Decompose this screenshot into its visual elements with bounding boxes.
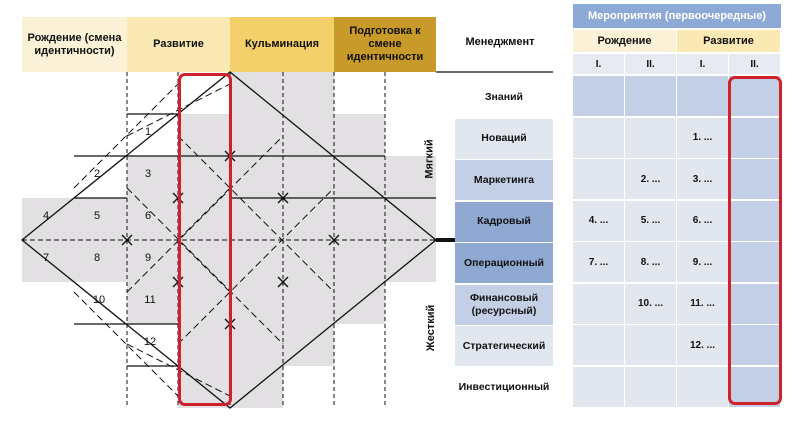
table-cell	[729, 76, 780, 116]
management-row: Кадровый	[455, 201, 553, 242]
table-group-header: Развитие	[677, 30, 780, 52]
cell-number: 9	[145, 252, 151, 264]
table-cell: 12. ...	[677, 325, 728, 365]
stage-header-4: Подготовка к смене идентичности	[334, 17, 436, 72]
table-cell: 9. ...	[677, 242, 728, 282]
table-cell	[573, 283, 624, 324]
table-column-highlight	[728, 76, 782, 405]
table-cell	[729, 117, 780, 158]
table-cell	[625, 117, 676, 158]
management-row: Операционный	[455, 243, 553, 283]
table-cell	[729, 366, 780, 407]
table-cell	[729, 242, 780, 282]
table-cell	[573, 159, 624, 199]
grid-diagonal-line	[126, 135, 284, 293]
cell-number: 10	[93, 294, 105, 306]
table-cell	[677, 76, 728, 116]
development-column-highlight	[178, 73, 232, 406]
cell-number: 3	[145, 168, 151, 180]
stage-header-3: Кульминация	[230, 17, 334, 72]
cell-number: 6	[145, 210, 151, 222]
table-cell: 3. ...	[677, 159, 728, 199]
grid-diagonal-line	[177, 187, 335, 345]
table-cell: 11. ...	[677, 283, 728, 324]
table-cell	[625, 366, 676, 407]
table-cell	[729, 325, 780, 365]
grid-diagonal-line	[126, 187, 284, 345]
table-cell	[573, 76, 624, 116]
table-column-header: II.	[729, 54, 780, 74]
grid-diagonal-line	[73, 291, 179, 397]
table-cell	[573, 325, 624, 365]
table-cell: 7. ...	[573, 242, 624, 282]
stage-header-2: Развитие	[127, 17, 230, 72]
table-cell	[677, 366, 728, 407]
grid-diagonal-line	[177, 239, 231, 293]
table-cell	[573, 117, 624, 158]
grey-cell-block	[127, 156, 436, 198]
cell-number: 4	[43, 210, 49, 222]
intersection-cross-icon	[277, 276, 289, 288]
management-row: Финансовый (ресурсный)	[455, 284, 553, 325]
cell-number: 11	[144, 294, 155, 306]
table-cell: 4. ...	[573, 200, 624, 241]
table-cell	[625, 76, 676, 116]
management-row: Стратегический	[455, 326, 553, 366]
cell-number: 7	[43, 252, 49, 264]
table-cell	[625, 325, 676, 365]
table-cell: 8. ...	[625, 242, 676, 282]
table-cell: 6. ...	[677, 200, 728, 241]
intersection-cross-icon	[277, 192, 289, 204]
table-cell: 5. ...	[625, 200, 676, 241]
grid-diagonal-line	[177, 135, 335, 293]
table-column-header: II.	[625, 54, 676, 74]
cell-number: 5	[94, 210, 100, 222]
table-cell	[729, 159, 780, 199]
cell-number: 12	[144, 336, 156, 348]
cell-number: 8	[94, 252, 100, 264]
table-cell: 10. ...	[625, 283, 676, 324]
grid-diagonal-line	[73, 83, 179, 189]
cell-number: 1	[145, 126, 151, 138]
management-row: Инвестиционный	[455, 367, 553, 408]
soft-management-label: Мягкий	[423, 139, 436, 179]
table-cell: 1. ...	[677, 117, 728, 158]
management-row: Маркетинга	[455, 160, 553, 200]
table-column-header: I.	[677, 54, 728, 74]
cell-number: 2	[94, 168, 100, 180]
intersection-cross-icon	[328, 234, 340, 246]
grid-diagonal-line	[177, 187, 231, 241]
management-row: Знаний	[455, 77, 553, 117]
table-cell	[573, 366, 624, 407]
measures-table-title: Мероприятия (первоочередные)	[573, 4, 781, 28]
hard-management-label: Жесткий	[425, 304, 438, 352]
management-row: Новаций	[455, 118, 553, 159]
table-cell	[729, 283, 780, 324]
table-group-header: Рождение	[573, 30, 676, 52]
table-cell	[729, 200, 780, 241]
table-column-header: I.	[573, 54, 624, 74]
table-cell: 2. ...	[625, 159, 676, 199]
stage-header-1: Рождение (смена идентичности)	[22, 17, 127, 72]
management-title: Менеджмент	[465, 36, 535, 48]
intersection-cross-icon	[121, 234, 133, 246]
